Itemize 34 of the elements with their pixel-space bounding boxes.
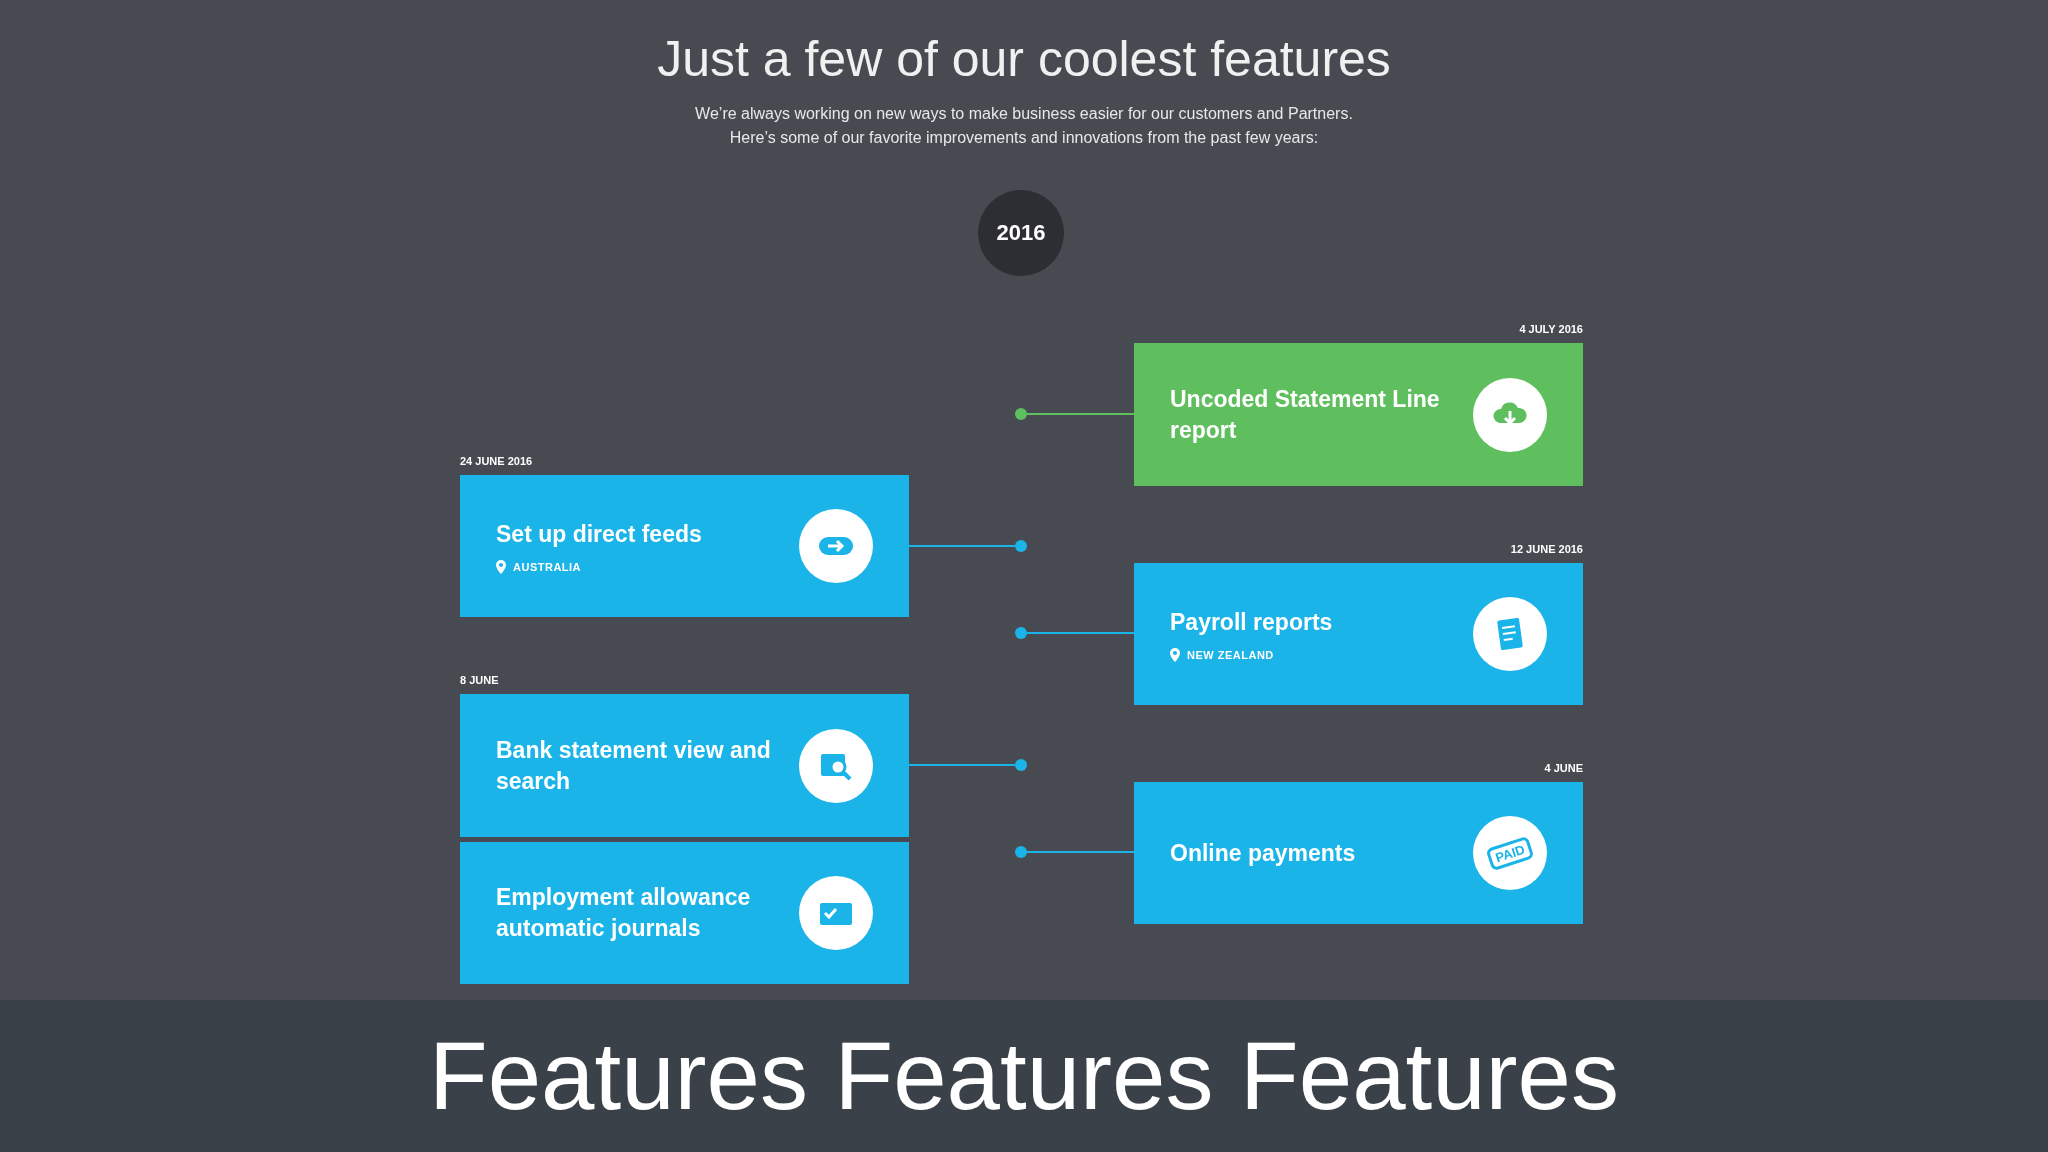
feature-card xyxy=(460,475,909,617)
connector-line xyxy=(908,764,1016,766)
feature-title: Set up direct feeds xyxy=(496,519,703,549)
page-title: Just a few of our coolest features xyxy=(656,30,1392,88)
caption-text: Features Features Features xyxy=(429,1021,1619,1131)
year-text: 2016 xyxy=(996,220,1046,246)
date-label: 24 JUNE 2016 xyxy=(460,455,533,467)
connector-line xyxy=(1026,851,1135,853)
timeline-dot xyxy=(1015,759,1027,771)
feature-card xyxy=(1134,343,1583,486)
feature-card xyxy=(460,694,909,837)
feature-card xyxy=(1134,563,1583,705)
feature-card xyxy=(460,842,909,984)
timeline-dot xyxy=(1015,627,1027,639)
location-text: AUSTRALIA xyxy=(513,560,582,573)
timeline-dot xyxy=(1015,846,1027,858)
date-label: 4 JULY 2016 xyxy=(1519,323,1583,335)
stamp-text: PAID xyxy=(1485,835,1535,871)
feature-title: Payroll reports xyxy=(1170,607,1334,637)
date-label: 8 JUNE xyxy=(460,674,499,686)
feature-title: Bank statement view and search xyxy=(496,735,772,796)
date-label: 12 JUNE 2016 xyxy=(1510,543,1583,555)
timeline-dot xyxy=(1015,540,1027,552)
connector-line xyxy=(1026,632,1135,634)
connector-line xyxy=(1026,413,1135,415)
feature-title: Uncoded Statement Line report xyxy=(1170,384,1441,445)
intro-paragraph: We’re always working on new ways to make business easier for our customers and Partners. Here’s some of our favorite improvements and innovations from the past few years: xyxy=(694,104,1354,148)
date-label: 4 JUNE xyxy=(1544,762,1583,774)
feature-title: Online payments xyxy=(1170,838,1357,868)
feature-card xyxy=(1134,782,1583,924)
connector-line xyxy=(908,545,1016,547)
location-text: NEW ZEALAND xyxy=(1187,648,1274,661)
timeline-dot xyxy=(1015,408,1027,420)
feature-title: Employment allowance automatic journals xyxy=(496,883,752,943)
